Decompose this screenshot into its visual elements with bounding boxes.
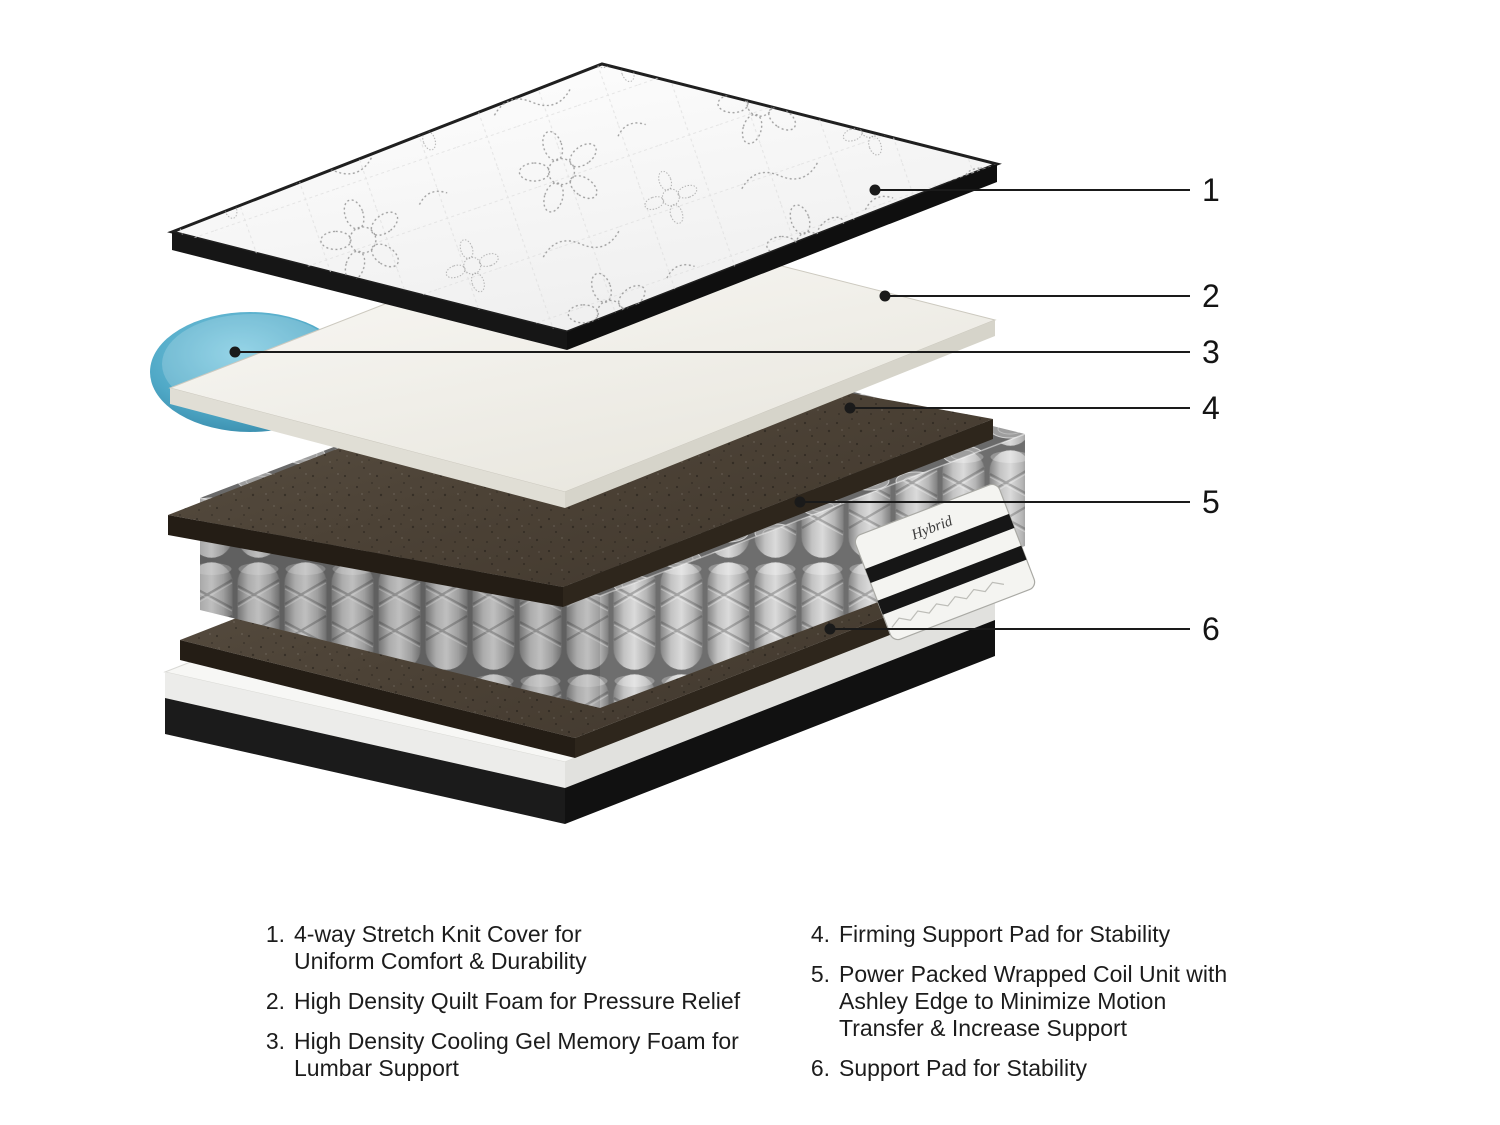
callout-line-1 (869, 184, 1190, 196)
callout-line-6 (824, 623, 1190, 635)
quilt-foam-layer (168, 219, 997, 508)
callout-number-3: 3 (1202, 334, 1220, 370)
callout-number-1: 1 (1202, 172, 1220, 208)
callout-number-6: 6 (1202, 611, 1220, 647)
callouts (229, 184, 1190, 635)
callout-line-5 (794, 496, 1190, 508)
callout-line-3 (229, 346, 1190, 358)
callout-number-5: 5 (1202, 484, 1220, 520)
knit-cover-layer (167, 62, 1002, 350)
callout-line-2 (879, 290, 1190, 302)
callout-line-4 (844, 402, 1190, 414)
corner-label-piece: Hybrid (854, 483, 1036, 641)
callout-number-2: 2 (1202, 278, 1220, 314)
callout-number-4: 4 (1202, 390, 1220, 426)
